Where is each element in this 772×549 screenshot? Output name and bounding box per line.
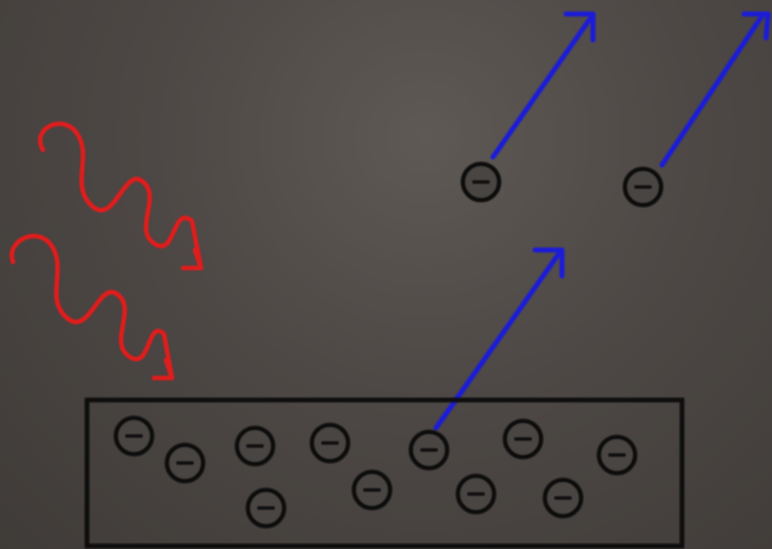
electron-velocity-arrows — [433, 11, 771, 431]
ejected-electron-1 — [460, 161, 502, 203]
metal-electron-3 — [234, 425, 276, 467]
light-ray-2-arrowhead — [151, 357, 175, 381]
metal-electron-8 — [502, 418, 544, 460]
escaping-electron-arrowhead — [532, 247, 565, 279]
light-ray-1-arrowhead — [180, 247, 204, 271]
metal-electron-4 — [309, 422, 351, 464]
metal-electron-5 — [351, 469, 393, 511]
ejected-electron-2-arrow — [659, 13, 765, 168]
metal-plate — [84, 397, 685, 549]
light-ray-1 — [38, 121, 204, 271]
metal-electron-7 — [455, 473, 497, 515]
incoming-light — [9, 121, 204, 381]
ejected-electron-2 — [622, 166, 664, 208]
ejected-electron-1-arrowhead — [563, 11, 596, 43]
metal-electron-10 — [596, 434, 638, 476]
ejected-electron-1-arrow — [490, 13, 595, 160]
metal-electron-2 — [164, 442, 206, 484]
electrons — [113, 161, 664, 529]
metal-electron-9 — [542, 477, 584, 519]
ejected-electron-2-arrowhead — [741, 11, 771, 41]
metal-electron-6 — [408, 429, 450, 471]
light-ray-2 — [9, 233, 175, 381]
metal-electron-1 — [113, 415, 155, 457]
metal-electron-11 — [245, 487, 287, 529]
